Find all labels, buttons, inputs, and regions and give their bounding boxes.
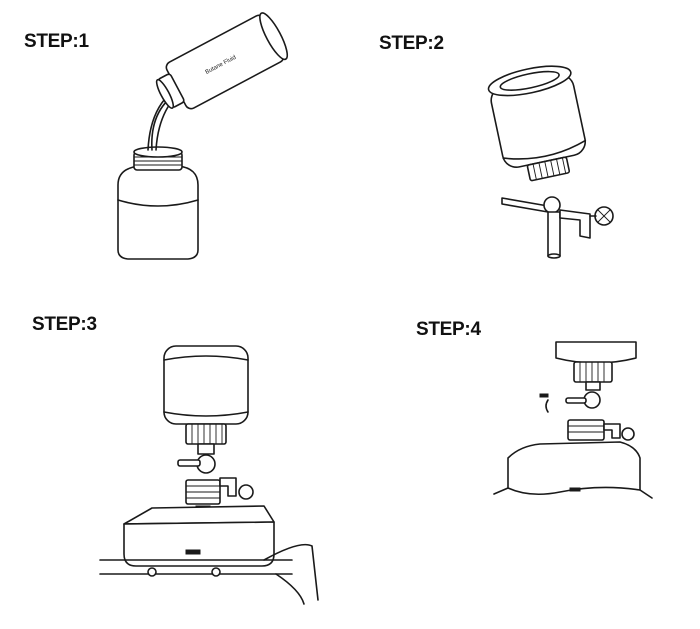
step-4-label: STEP:4 <box>416 319 481 340</box>
canister <box>487 65 587 182</box>
step-1-label: STEP:1 <box>24 31 89 52</box>
step-2-label: STEP:2 <box>379 33 444 54</box>
stove-base <box>99 505 319 605</box>
stove-base <box>493 441 653 499</box>
valve-assembly <box>539 381 635 452</box>
jar <box>117 146 199 260</box>
step-3-label: STEP:3 <box>32 314 97 335</box>
step-3-illustration <box>99 345 319 605</box>
step-2-illustration <box>487 65 614 259</box>
step-4-illustration <box>493 341 653 499</box>
butane-bottle: Butane Fluid <box>155 12 289 110</box>
valve-assembly <box>501 196 614 259</box>
canister <box>555 341 637 383</box>
valve-assembly <box>177 443 254 511</box>
step-1-illustration: Butane Fluid <box>117 12 289 260</box>
canister <box>163 345 249 445</box>
